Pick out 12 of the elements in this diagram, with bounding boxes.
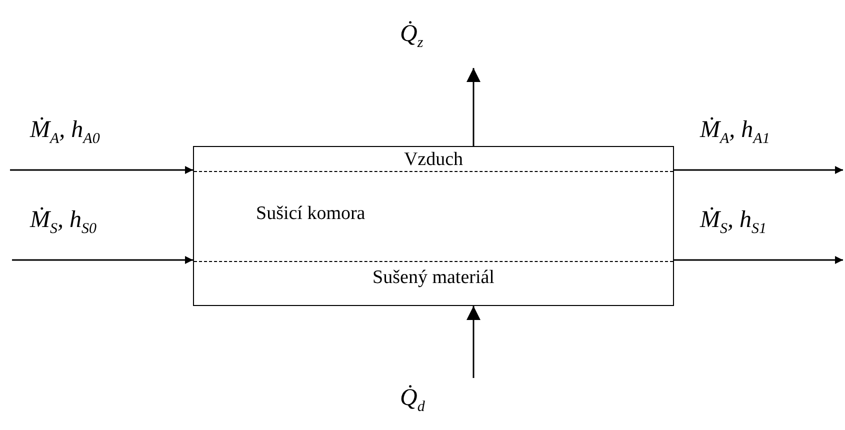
arrow <box>466 68 480 146</box>
zone-label: Sušený materiál <box>372 267 494 289</box>
chamber-label: Sušicí komora <box>256 203 366 225</box>
zone-label: Vzduch <box>404 149 464 171</box>
arrow <box>674 166 843 174</box>
arrow <box>674 256 843 264</box>
flow-symbol: Q̇$_{d}$ <box>400 386 425 415</box>
flow-symbol: Q̇$_{z}$ <box>400 22 424 51</box>
arrow <box>10 166 193 174</box>
arrow <box>466 306 480 378</box>
chamber-box <box>193 146 674 306</box>
arrow <box>12 256 193 264</box>
